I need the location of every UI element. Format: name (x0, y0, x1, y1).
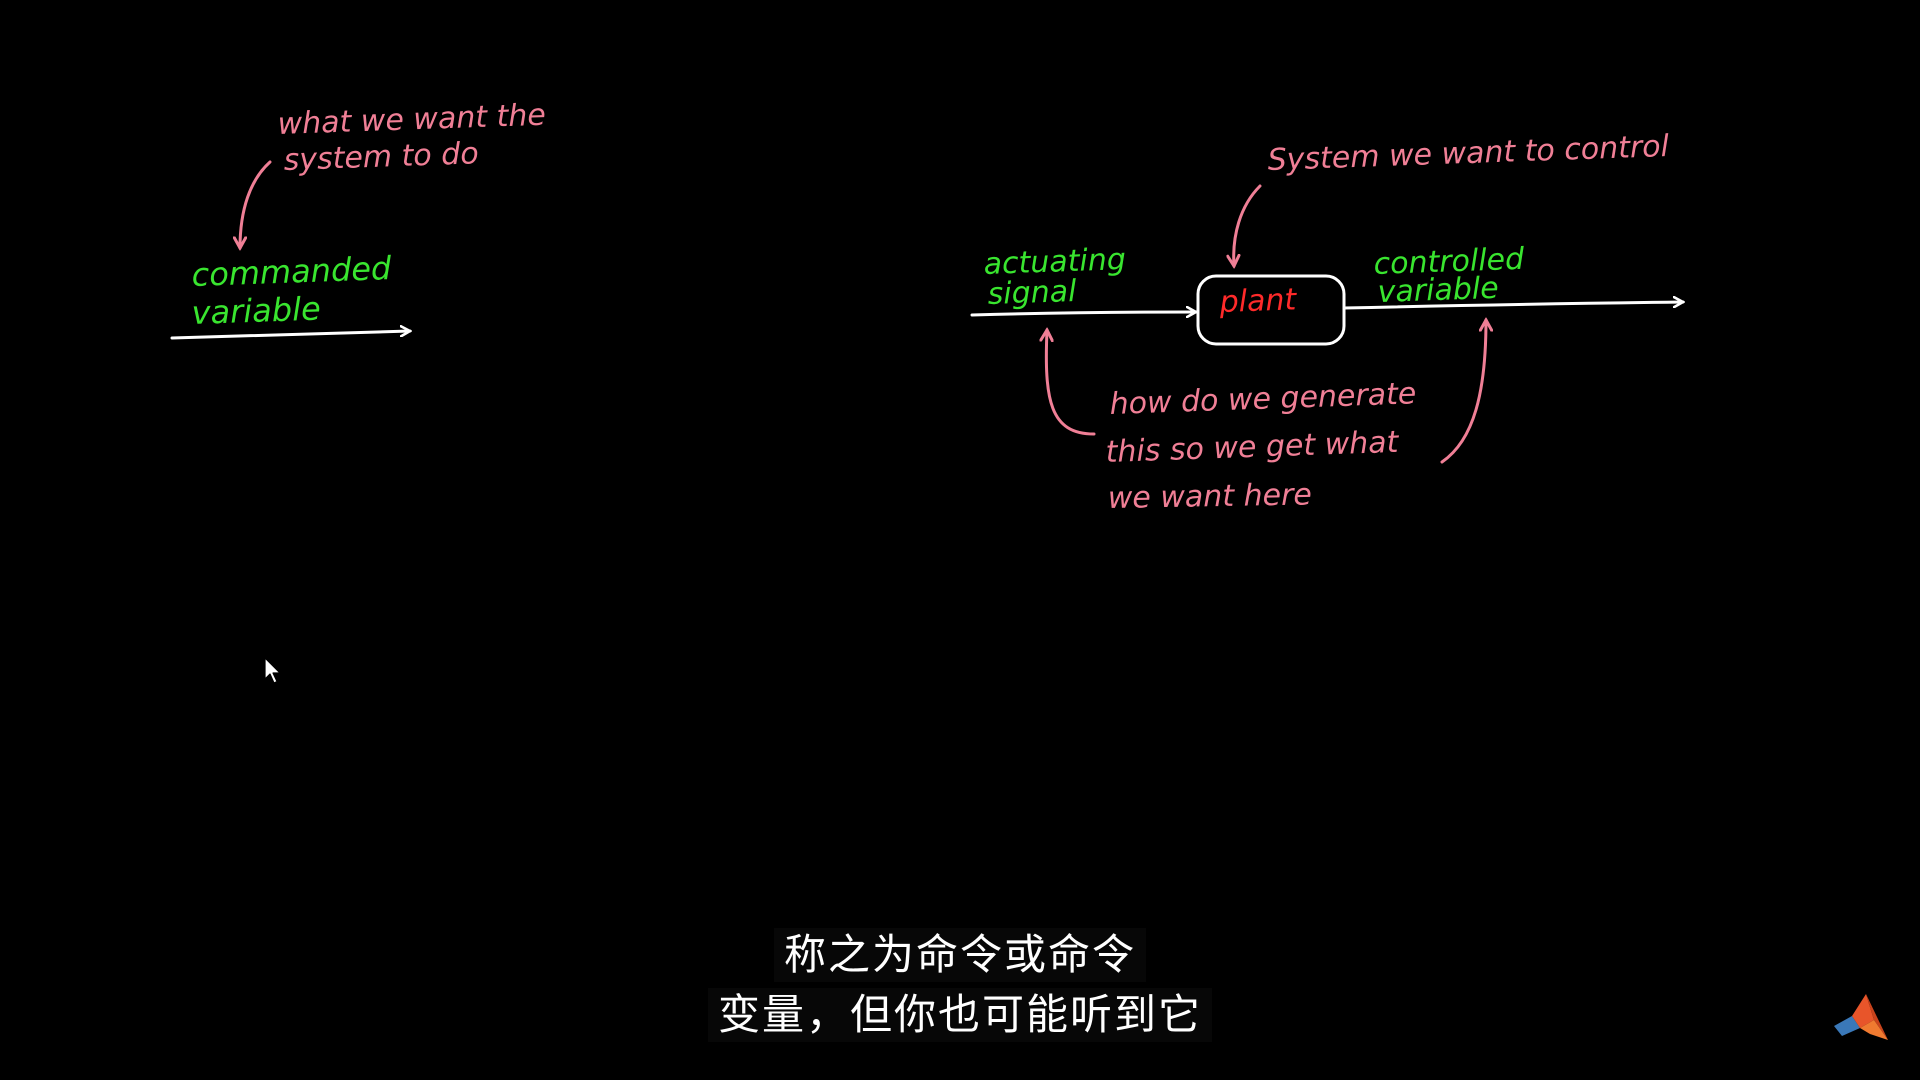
controlled-variable-arrow (1342, 302, 1683, 310)
plant-annotation: System we want to control (1267, 129, 1670, 178)
left-diagram: what we want the system to do commanded … (170, 98, 546, 340)
left-annotation-line1: what we want the (277, 98, 546, 142)
commanded-variable-label-line1: commanded (191, 249, 393, 294)
controlled-variable-label-line1: controlled (1373, 242, 1526, 282)
question-annotation-line1: how do we generate (1109, 376, 1417, 422)
question-annotation-line2: this so we get what (1105, 425, 1400, 470)
actuating-signal-label-line1: actuating (983, 242, 1126, 282)
matlab-logo-icon (1834, 994, 1888, 1040)
controlled-variable-label-line2: variable (1377, 271, 1499, 310)
subtitle-line-1: 称之为命令或命令 (773, 928, 1146, 982)
right-diagram: System we want to control actuating sign… (970, 129, 1683, 516)
actuating-signal-pointer-arrow (1046, 330, 1096, 436)
question-annotation-line3: we want here (1108, 477, 1313, 516)
plant-label: plant (1218, 282, 1298, 320)
commanded-variable-label-line2: variable (191, 290, 321, 332)
left-annotation-line2: system to do (283, 136, 479, 178)
plant-block (1196, 274, 1346, 346)
subtitle-line-2: 变量，但你也可能听到它 (707, 988, 1212, 1042)
commanded-variable-arrow (170, 331, 410, 340)
left-annotation-arrow (240, 160, 272, 248)
actuating-signal-arrow (970, 312, 1196, 315)
mouse-pointer-icon (264, 657, 281, 684)
plant-annotation-arrow (1234, 184, 1262, 266)
subtitle-area: 称之为命令或命令 变量，但你也可能听到它 (0, 928, 1920, 1042)
actuating-signal-label-line2: signal (987, 274, 1078, 312)
controlled-variable-pointer-arrow (1440, 320, 1486, 464)
